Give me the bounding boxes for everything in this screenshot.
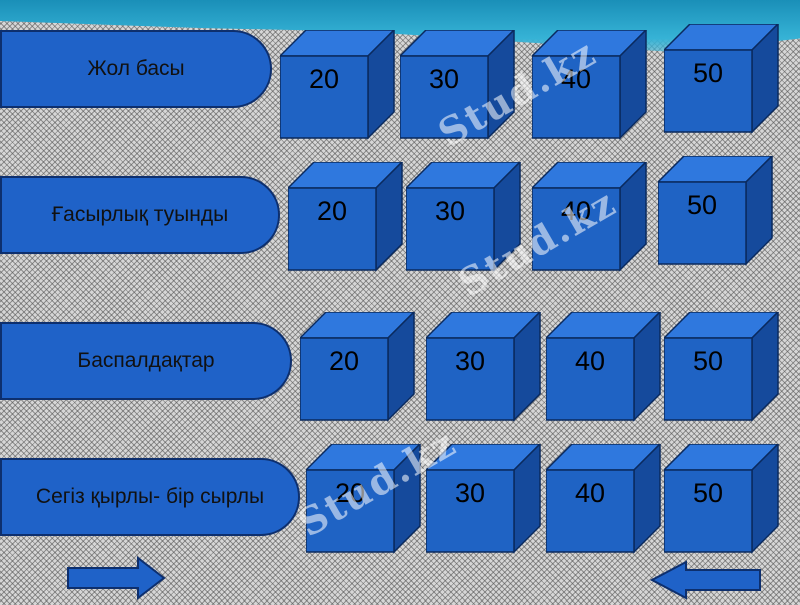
cube-shape (658, 156, 773, 266)
category-zhol-basy[interactable]: Жол басы (0, 30, 272, 108)
category-label: Ғасырлық туынды (51, 203, 229, 226)
score-value: 30 (454, 346, 486, 376)
score-value: 40 (574, 478, 606, 508)
cube-shape (664, 312, 779, 422)
cube-shape (400, 30, 515, 140)
cube-shape (664, 444, 779, 554)
score-cube-row4-1[interactable]: 20 (306, 444, 421, 554)
score-cube-row4-2[interactable]: 30 (426, 444, 541, 554)
score-cube-row2-3[interactable]: 40 (532, 162, 647, 272)
cube-shape (306, 444, 421, 554)
score-cube-row3-2[interactable]: 30 (426, 312, 541, 422)
score-cube-row3-3[interactable]: 40 (546, 312, 661, 422)
cube-shape (300, 312, 415, 422)
cube-shape (546, 444, 661, 554)
score-value: 20 (308, 64, 340, 94)
score-cube-row1-4[interactable]: 50 (664, 24, 779, 134)
score-value: 30 (428, 64, 460, 94)
score-cube-row2-2[interactable]: 30 (406, 162, 521, 272)
category-gasyrlyk-tuyndy[interactable]: Ғасырлық туынды (0, 176, 280, 254)
category-baspaldaktar[interactable]: Баспалдақтар (0, 322, 292, 400)
previous-arrow-button[interactable] (649, 560, 762, 605)
cube-shape (664, 24, 779, 134)
score-cube-row1-2[interactable]: 30 (400, 30, 515, 140)
score-value: 20 (316, 196, 348, 226)
category-segiz-kyrly[interactable]: Сегіз қырлы- бір сырлы (0, 458, 300, 536)
cube-shape (406, 162, 521, 272)
score-value: 40 (560, 196, 592, 226)
next-arrow-button[interactable] (66, 555, 166, 605)
score-value: 50 (692, 346, 724, 376)
score-value: 20 (328, 346, 360, 376)
arrow-left-icon (649, 560, 761, 600)
cube-shape (426, 312, 541, 422)
score-cube-row4-3[interactable]: 40 (546, 444, 661, 554)
cube-shape (532, 30, 647, 140)
score-value: 50 (692, 478, 724, 508)
score-cube-row1-1[interactable]: 20 (280, 30, 395, 140)
score-cube-row3-4[interactable]: 50 (664, 312, 779, 422)
cube-shape (532, 162, 647, 272)
arrow-right-icon (67, 555, 166, 601)
score-value: 50 (686, 190, 718, 220)
category-label: Сегіз қырлы- бір сырлы (35, 485, 265, 508)
cube-shape (546, 312, 661, 422)
score-cube-row2-4[interactable]: 50 (658, 156, 773, 266)
score-value: 50 (692, 58, 724, 88)
score-value: 30 (434, 196, 466, 226)
score-value: 30 (454, 478, 486, 508)
category-label: Жол басы (87, 57, 185, 80)
score-cube-row4-4[interactable]: 50 (664, 444, 779, 554)
score-value: 40 (560, 64, 592, 94)
cube-shape (426, 444, 541, 554)
score-cube-row3-1[interactable]: 20 (300, 312, 415, 422)
score-cube-row1-3[interactable]: 40 (532, 30, 647, 140)
cube-shape (280, 30, 395, 140)
score-value: 40 (574, 346, 606, 376)
category-label: Баспалдақтар (77, 349, 215, 372)
score-cube-row2-1[interactable]: 20 (288, 162, 403, 272)
score-value: 20 (334, 478, 366, 508)
cube-shape (288, 162, 403, 272)
